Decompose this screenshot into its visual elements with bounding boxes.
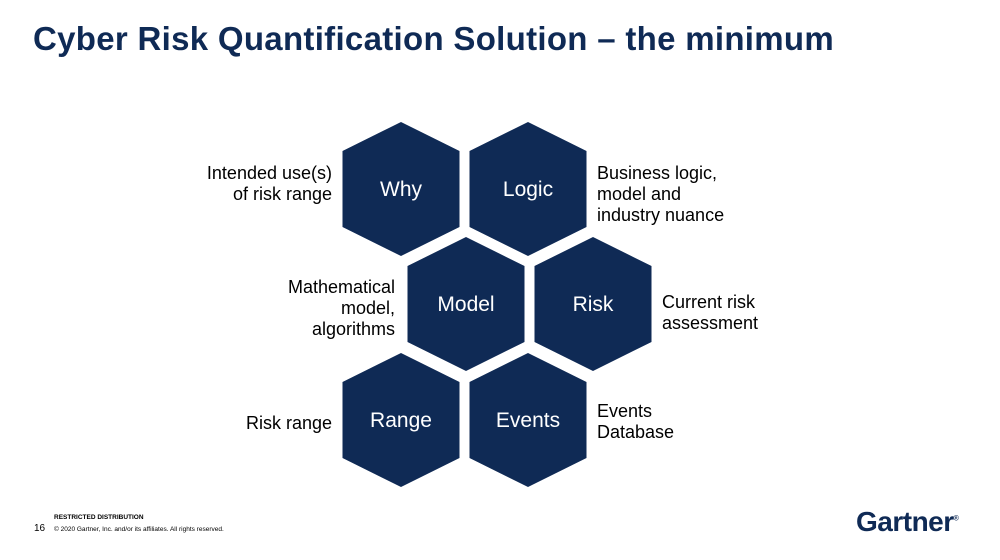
hexagon-label: Why <box>380 178 423 201</box>
hexagon-shape <box>469 122 587 256</box>
hexagon-risk: Risk <box>534 237 652 371</box>
copyright: © 2020 Gartner, Inc. and/or its affiliat… <box>54 526 224 533</box>
slide-title: Cyber Risk Quantification Solution – the… <box>33 20 834 57</box>
why-description: Intended use(s) of risk range <box>206 163 332 204</box>
hexagon-shape <box>534 237 652 371</box>
hexagon-label: Logic <box>503 178 553 201</box>
risk-description: Current risk assessment <box>662 292 759 333</box>
hexagon-shape <box>407 237 525 371</box>
hexagon-label: Events <box>496 409 560 432</box>
hexagon-shape <box>342 353 460 487</box>
hexagon-range: Range <box>342 353 460 487</box>
hexagon-model: Model <box>407 237 525 371</box>
gartner-logo: Gartner® <box>856 506 959 537</box>
hexagon-logic: Logic <box>469 122 587 256</box>
hexagon-label: Risk <box>573 293 614 316</box>
hexagon-shape <box>342 122 460 256</box>
range-description: Risk range <box>245 413 332 433</box>
hexagon-why: Why <box>342 122 460 256</box>
model-description: Mathematical model, algorithms <box>287 277 395 339</box>
events-description: Events Database <box>597 401 675 442</box>
hexagon-shape <box>469 353 587 487</box>
hexagon-label: Range <box>370 409 432 432</box>
hexagon-events: Events <box>469 353 587 487</box>
restricted-label: RESTRICTED DISTRIBUTION <box>54 514 144 521</box>
logic-description: Business logic, model and industry nuanc… <box>597 163 725 225</box>
page-number: 16 <box>34 523 46 534</box>
hexagon-label: Model <box>437 293 494 316</box>
logo-text: Gartner <box>856 506 954 537</box>
